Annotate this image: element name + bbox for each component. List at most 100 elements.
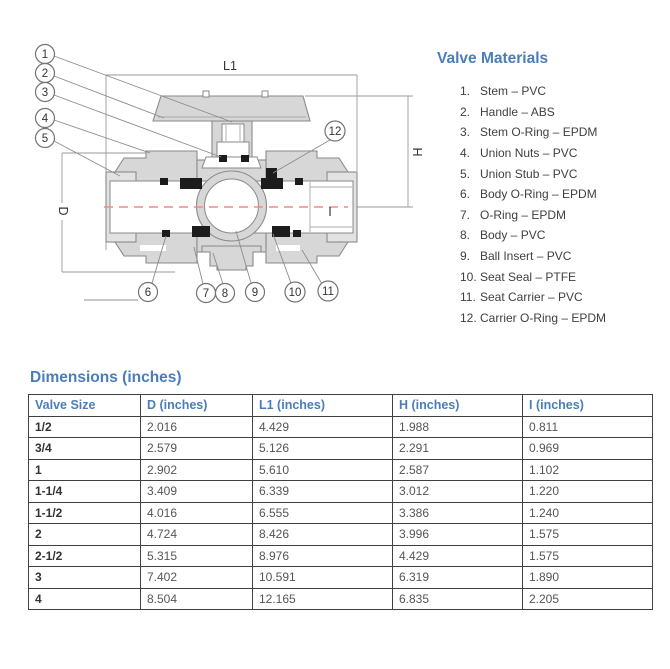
seat-seal-top-right	[261, 178, 283, 189]
material-item: 10.Seat Seal – PTFE	[460, 269, 577, 284]
seals	[160, 155, 303, 237]
svg-text:6: 6	[145, 287, 151, 299]
dim-value-cell: 6.555	[252, 501, 393, 524]
material-item: 2.Handle – ABS	[460, 104, 555, 119]
dim-value-cell: 1.102	[522, 458, 653, 481]
svg-text:8: 8	[222, 288, 228, 300]
dim-value-cell: 1.575	[522, 544, 653, 567]
dim-value-cell: 1.240	[522, 501, 653, 524]
svg-text:7: 7	[203, 288, 209, 300]
dim-label-h: H	[410, 147, 424, 156]
callout-9: 9	[244, 281, 266, 303]
dim-value-cell: 10.591	[252, 566, 393, 589]
dim-value-cell: 3.012	[392, 480, 523, 503]
handle	[152, 95, 311, 122]
dim-value-cell: 4.429	[252, 415, 393, 438]
callout-10: 10	[284, 281, 306, 303]
material-item: 5.Union Stub – PVC	[460, 166, 578, 181]
dim-value-cell: 12.165	[252, 587, 393, 610]
dim-value-cell: 2.205	[522, 587, 653, 610]
dim-value-cell: 6.319	[392, 566, 523, 589]
svg-text:11: 11	[322, 286, 334, 298]
callout-7: 7	[195, 282, 217, 304]
dim-value-cell: 2.291	[392, 437, 523, 460]
dim-value-cell: 2.902	[140, 458, 253, 481]
stem	[221, 123, 245, 143]
valve-size-cell: 2-1/2	[28, 544, 141, 567]
dim-value-cell: 3.386	[392, 501, 523, 524]
dim-value-cell: 6.835	[392, 587, 523, 610]
nut-slot-left	[140, 245, 166, 251]
dim-label-d-bg	[57, 203, 69, 220]
material-item: 8.Body – PVC	[460, 228, 546, 243]
stem-o-ring-right	[241, 155, 249, 162]
dim-value-cell: 1.988	[392, 415, 523, 438]
material-item: 11.Seat Carrier – PVC	[460, 290, 583, 305]
valve-size-cell: 2	[28, 523, 141, 546]
svg-text:10: 10	[289, 287, 302, 299]
body-o-ring-bottom-left	[162, 230, 170, 237]
dim-value-cell: 7.402	[140, 566, 253, 589]
dim-value-cell: 5.126	[252, 437, 393, 460]
dim-value-cell: 0.811	[522, 415, 653, 438]
callout-12: 12	[324, 120, 346, 142]
dim-label-l1: L1	[223, 59, 237, 73]
body-o-ring-top-right	[295, 178, 303, 185]
svg-text:2: 2	[42, 68, 48, 80]
ball-bore	[204, 178, 259, 234]
dim-value-cell: 4.429	[392, 544, 523, 567]
material-item: 6.Body O-Ring – EPDM	[460, 187, 597, 202]
valve-size-cell: 3	[28, 566, 141, 589]
dim-value-cell: 8.426	[252, 523, 393, 546]
materials-list: 1.Stem – PVC 2.Handle – ABS 3.Stem O-Ring …	[437, 81, 665, 328]
materials-title: Valve Materials	[437, 50, 549, 67]
dim-table-header: H (inches)	[392, 394, 523, 417]
body-o-ring-top-left	[160, 178, 168, 185]
seat-seal-bottom-right	[272, 226, 290, 237]
dim-value-cell: 1.220	[522, 480, 653, 503]
dim-table-header: I (inches)	[522, 394, 653, 417]
dim-value-cell: 2.579	[140, 437, 253, 460]
callout-3: 3	[34, 81, 56, 103]
valve-cross-section-diagram: L1 H D I 1 2 3 4 5 6 7 8 9 10 11 12	[34, 43, 424, 304]
material-item: 7.O-Ring – EPDM	[460, 207, 567, 222]
stem-flange	[201, 156, 262, 169]
handle-rib-left	[202, 90, 210, 98]
callout-4: 4	[34, 107, 56, 129]
material-item: 12.Carrier O-Ring – EPDM	[460, 310, 607, 325]
valve-size-cell: 1-1/2	[28, 501, 141, 524]
body-o-ring-bottom-right	[293, 230, 301, 237]
valve-size-cell: 1	[28, 458, 141, 481]
svg-text:12: 12	[329, 126, 342, 138]
valve-materials-panel: Valve Materials 1.Stem – PVC 2.Handle – A…	[437, 50, 665, 328]
valve-size-cell: 4	[28, 587, 141, 610]
dim-value-cell: 8.504	[140, 587, 253, 610]
dim-value-cell: 4.016	[140, 501, 253, 524]
dim-table-header: D (inches)	[140, 394, 253, 417]
material-item: 1.Stem – PVC	[460, 84, 547, 99]
stem-nut	[216, 141, 250, 158]
dim-value-cell: 5.315	[140, 544, 253, 567]
material-item: 3.Stem O-Ring – EPDM	[460, 125, 598, 140]
body-mounting-pad	[201, 245, 262, 271]
carrier-o-ring	[266, 168, 277, 178]
callout-2: 2	[34, 62, 56, 84]
material-item: 4.Union Nuts – PVC	[460, 146, 578, 161]
dim-label-i: I	[328, 205, 331, 219]
dim-value-cell: 4.724	[140, 523, 253, 546]
handle-rib-right	[261, 90, 269, 98]
dim-value-cell: 5.610	[252, 458, 393, 481]
svg-text:5: 5	[42, 133, 48, 145]
dim-value-cell: 8.976	[252, 544, 393, 567]
dim-value-cell: 2.587	[392, 458, 523, 481]
valve-size-cell: 1-1/4	[28, 480, 141, 503]
callout-6: 6	[137, 281, 159, 303]
callout-1: 1	[34, 43, 56, 65]
